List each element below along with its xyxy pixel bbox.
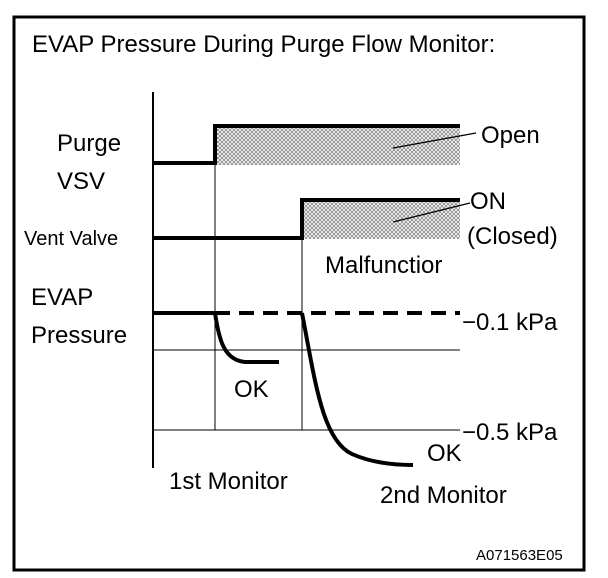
purge-vsv-leader-line xyxy=(392,132,477,149)
pressure-high-label: −0.1 kPa xyxy=(462,309,558,336)
diagram-title: EVAP Pressure During Purge Flow Monitor: xyxy=(32,31,495,58)
purge-vsv-signal-line xyxy=(153,124,460,165)
figure-code: A071563E05 xyxy=(476,547,563,564)
second-monitor-label: 2nd Monitor xyxy=(380,482,507,509)
malfunction-label: Malfunctior xyxy=(325,252,442,279)
second-result-ok-label: OK xyxy=(427,440,462,467)
vent-valve-on-label: ON xyxy=(470,188,506,215)
pressure-low-label: −0.5 kPa xyxy=(462,419,558,446)
purge-vsv-open-hatch xyxy=(215,126,460,165)
vent-valve-leader-line xyxy=(392,202,471,223)
evap-pressure-label-line1: EVAP xyxy=(31,284,93,311)
first-monitor-label: 1st Monitor xyxy=(169,468,288,495)
second-monitor-pressure-curve xyxy=(300,312,414,467)
first-monitor-pressure-curve xyxy=(213,312,279,364)
vent-valve-on-hatch xyxy=(302,200,460,239)
purge-vsv-label-line2: VSV xyxy=(57,168,105,195)
vent-valve-closed-label: (Closed) xyxy=(467,223,558,250)
vent-valve-label: Vent Valve xyxy=(24,228,118,250)
purge-vsv-open-label: Open xyxy=(481,122,540,149)
vent-valve-signal-line xyxy=(153,198,460,240)
first-result-ok-label: OK xyxy=(234,376,269,403)
evap-pressure-label-line2: Pressure xyxy=(31,322,127,349)
diagram-frame xyxy=(12,15,586,572)
purge-vsv-label-line1: Purge xyxy=(57,130,121,157)
